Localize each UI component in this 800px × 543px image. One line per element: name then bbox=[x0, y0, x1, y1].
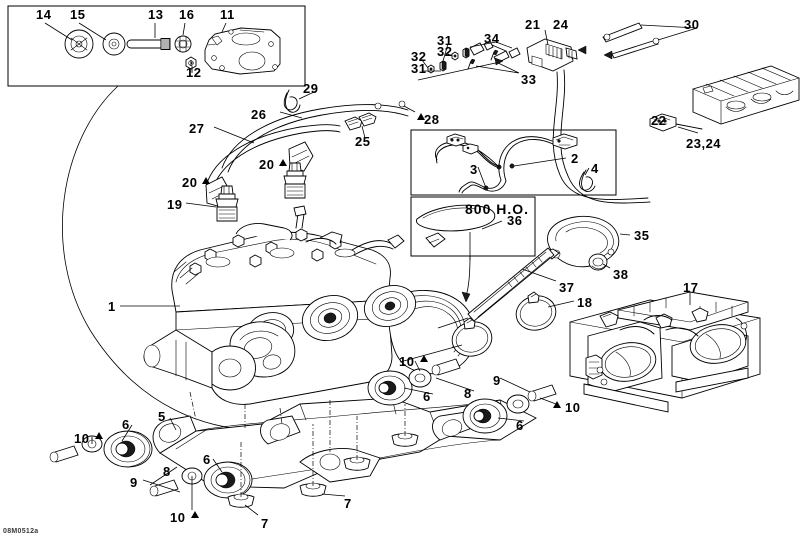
rubber-mount-1 bbox=[103, 430, 153, 468]
hose-clamp-lower bbox=[451, 317, 493, 357]
torque-triangle-10-a bbox=[95, 432, 103, 439]
callout-7-b: 7 bbox=[344, 496, 352, 511]
callout-28: 28 bbox=[424, 112, 440, 127]
callout-23-24: 23,24 bbox=[686, 136, 722, 151]
torque-triangle-10-d bbox=[553, 401, 561, 408]
rubber-mount-2 bbox=[203, 461, 253, 499]
diagram-watermark: 08M0512a bbox=[3, 528, 39, 535]
callout-13: 13 bbox=[148, 7, 164, 22]
callout-27: 27 bbox=[189, 121, 205, 136]
torque-triangle-20-b bbox=[202, 177, 210, 184]
callout-14: 14 bbox=[36, 7, 52, 22]
callout-34: 34 bbox=[484, 31, 500, 46]
callout-26: 26 bbox=[251, 107, 267, 122]
callout-37: 37 bbox=[559, 280, 575, 295]
callout-10-c: 10 bbox=[399, 354, 415, 369]
callout-10-d: 10 bbox=[565, 400, 581, 415]
flange-washers bbox=[227, 432, 419, 508]
callout-19: 19 bbox=[167, 197, 183, 212]
callout-31-b: 31 bbox=[411, 61, 427, 76]
callout-9-a: 9 bbox=[130, 475, 138, 490]
callout-6-c: 6 bbox=[423, 389, 431, 404]
hose-clamp-upper bbox=[515, 291, 557, 331]
callout-7-a: 7 bbox=[261, 516, 269, 531]
callout-4: 4 bbox=[591, 161, 599, 176]
rubber-mount-3 bbox=[367, 370, 413, 406]
callout-1: 1 bbox=[108, 299, 116, 314]
engine-block bbox=[143, 205, 476, 405]
callout-2: 2 bbox=[571, 151, 579, 166]
callout-18: 18 bbox=[577, 295, 593, 310]
torque-triangle-28 bbox=[417, 113, 425, 120]
callout-6-b: 6 bbox=[203, 452, 211, 467]
callout-31-a: 31 bbox=[437, 33, 453, 48]
callout-5: 5 bbox=[158, 409, 166, 424]
rubber-mount-4 bbox=[462, 398, 508, 434]
torque-triangle-20-a bbox=[279, 159, 287, 166]
callout-30: 30 bbox=[684, 17, 700, 32]
inset-frame-harness bbox=[410, 129, 617, 196]
engine-support-frame bbox=[49, 358, 557, 516]
spark-plug-left bbox=[215, 185, 239, 222]
ho-inset-content bbox=[415, 204, 503, 303]
callout-32-b: 32 bbox=[437, 44, 453, 59]
heat-exchanger bbox=[649, 65, 800, 134]
callout-9-b: 9 bbox=[493, 373, 501, 388]
spark-plug-right bbox=[283, 162, 307, 199]
air-silencer-assembly bbox=[399, 215, 631, 363]
callout-17: 17 bbox=[683, 280, 699, 295]
callout-6-a: 6 bbox=[122, 417, 130, 432]
callout-8-b: 8 bbox=[464, 386, 472, 401]
ho-hose-on-engine bbox=[425, 232, 446, 248]
linkage-assembly bbox=[417, 22, 698, 121]
callout-20-a: 20 bbox=[259, 157, 275, 172]
callout-32-a: 32 bbox=[411, 49, 427, 64]
callout-3: 3 bbox=[470, 162, 478, 177]
callout-33: 33 bbox=[521, 72, 537, 87]
hose-and-plug-assembly bbox=[185, 89, 416, 222]
callout-35: 35 bbox=[634, 228, 650, 243]
callout-8-a: 8 bbox=[163, 464, 171, 479]
callout-24: 24 bbox=[553, 17, 569, 32]
callout-16: 16 bbox=[179, 7, 195, 22]
ho-variant-label: 800 H.O. bbox=[465, 201, 530, 217]
inset-parts-14-16 bbox=[44, 22, 281, 75]
callout-22: 22 bbox=[651, 113, 667, 128]
harness-inset-content bbox=[435, 133, 596, 194]
torque-triangle-10-c bbox=[420, 355, 428, 362]
head-fasteners bbox=[189, 228, 356, 276]
callout-15: 15 bbox=[70, 7, 86, 22]
callout-25: 25 bbox=[355, 134, 371, 149]
callout-10-a: 10 bbox=[74, 431, 90, 446]
callout-20-b: 20 bbox=[182, 175, 198, 190]
callout-29: 29 bbox=[303, 81, 319, 96]
callout-38: 38 bbox=[613, 267, 629, 282]
inset-frame-800ho bbox=[410, 196, 536, 257]
callout-21: 21 bbox=[525, 17, 541, 32]
callout-10-b: 10 bbox=[170, 510, 186, 525]
callout-12: 12 bbox=[186, 65, 202, 80]
callout-36: 36 bbox=[507, 213, 523, 228]
callout-11: 11 bbox=[220, 7, 235, 22]
carburetor-assembly bbox=[569, 291, 761, 413]
callout-6-d: 6 bbox=[516, 418, 524, 433]
torque-triangle-10-b bbox=[191, 511, 199, 518]
